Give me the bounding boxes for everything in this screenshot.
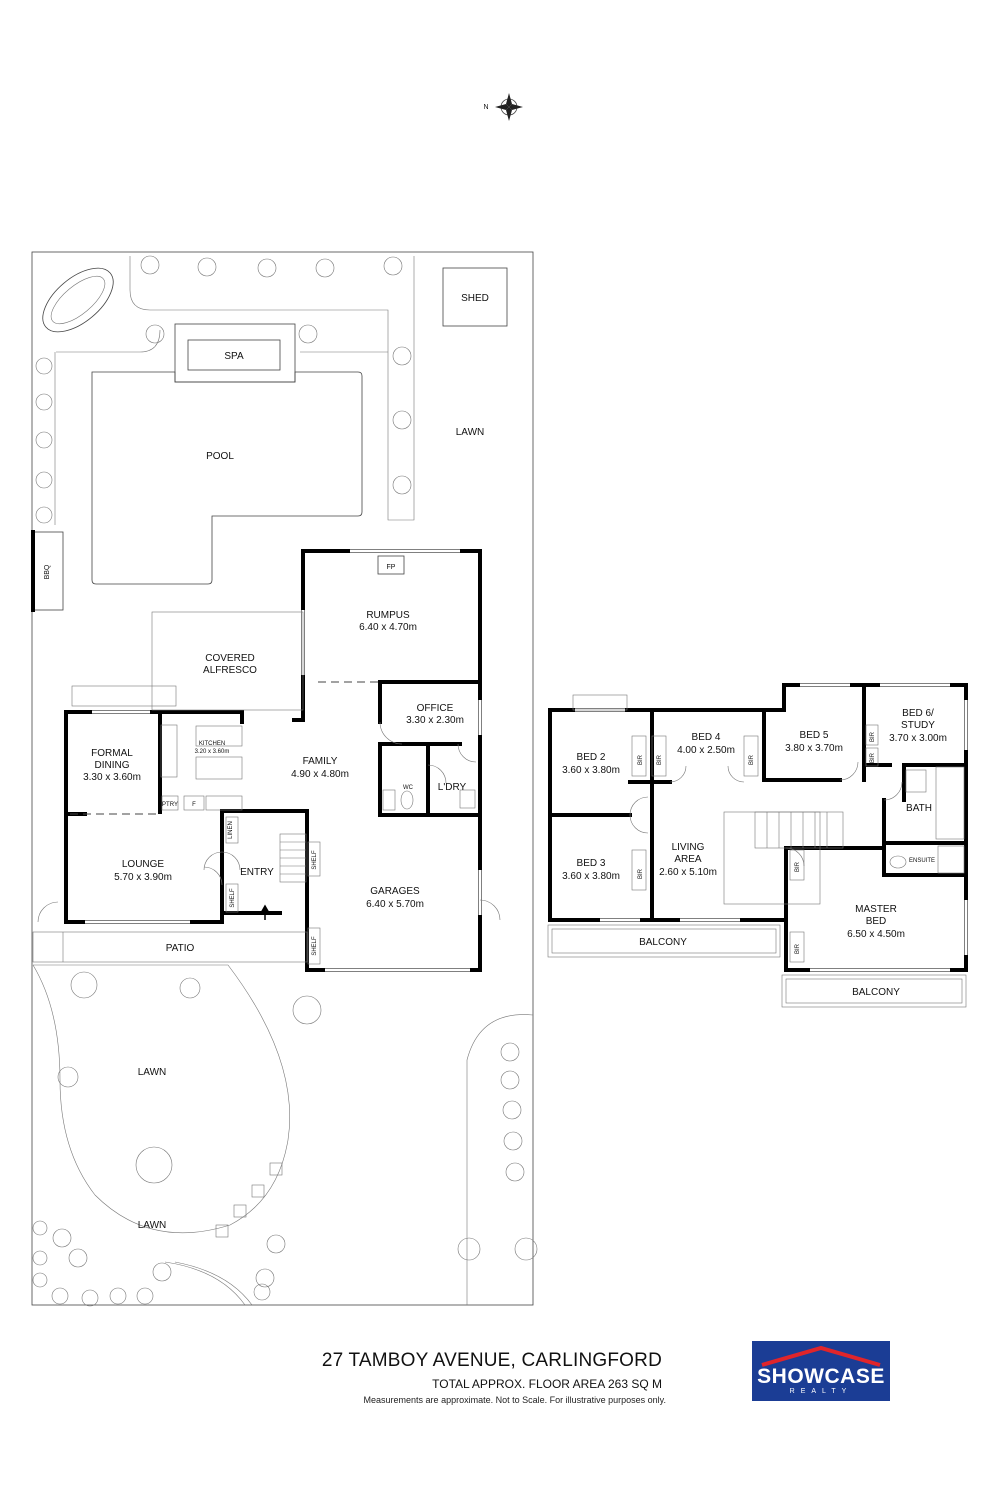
shed <box>442 267 508 327</box>
bir-label-2: BIR <box>657 754 663 765</box>
lounge-label: LOUNGE <box>122 859 165 870</box>
bir-label-7: BIR <box>795 861 801 872</box>
floor-plan: N SHED SPA POOL LAWN BBQ <box>31 93 968 1307</box>
compass-rose-icon: N <box>483 93 523 121</box>
entry-label: ENTRY <box>240 867 274 878</box>
linen-label: LINEN <box>228 821 234 839</box>
bed6-size: 3.70 x 3.00m <box>889 733 947 744</box>
property-address: 27 TAMBOY AVENUE, CARLINGFORD <box>321 1350 662 1371</box>
entry-arrow-icon <box>260 904 270 920</box>
bir-label-1: BIR <box>638 754 644 765</box>
bed6-label-2: STUDY <box>901 720 935 731</box>
ground-floor-plan: SHED SPA POOL LAWN BBQ <box>31 251 538 1307</box>
site-boundary <box>31 251 534 1306</box>
alfresco-label-1: COVERED <box>205 653 254 664</box>
shelf-label-3: SHELF <box>230 888 236 908</box>
balcony-1 <box>547 924 781 958</box>
formal-dining-size: 3.30 x 3.60m <box>83 772 141 783</box>
pool-label: POOL <box>206 451 234 462</box>
lawn-bed <box>32 964 291 1234</box>
bed3-label: BED 3 <box>577 858 606 869</box>
shelf-label-1: SHELF <box>312 850 318 870</box>
rumpus-size: 6.40 x 4.70m <box>359 622 417 633</box>
bir-label-3: BIR <box>749 754 755 765</box>
patio <box>32 931 308 963</box>
floor-area: TOTAL APPROX. FLOOR AREA 263 SQ M <box>432 1377 662 1391</box>
bir-label-6: BIR <box>870 752 876 763</box>
fireplace <box>377 555 405 575</box>
lawn-mid-label: LAWN <box>138 1067 167 1078</box>
bir-label-4: BIR <box>638 868 644 879</box>
fireplace-label: FP <box>387 564 396 571</box>
living-label-2: AREA <box>674 854 702 865</box>
showcase-realty-logo: SHOWCASE REALTY <box>752 1341 890 1401</box>
bbq-label: BBQ <box>44 564 51 579</box>
bed4-size: 4.00 x 2.50m <box>677 745 735 756</box>
outdoor-table-icon <box>42 267 114 333</box>
living-label-1: LIVING <box>672 842 705 853</box>
pantry-label: PTRY <box>162 802 178 808</box>
wc-label: WC <box>403 785 414 791</box>
balcony-2 <box>781 974 967 1008</box>
alfresco-label-2: ALFRESCO <box>203 665 257 676</box>
bed2-size: 3.60 x 3.80m <box>562 765 620 776</box>
family-size: 4.90 x 4.80m <box>291 769 349 780</box>
laundry-label: L'DRY <box>438 782 467 793</box>
kitchen-island <box>195 756 243 780</box>
formal-dining-label-2: DINING <box>95 760 130 771</box>
lawn-low-label: LAWN <box>138 1220 167 1231</box>
bed3-size: 3.60 x 3.80m <box>562 871 620 882</box>
logo-word: SHOWCASE <box>757 1365 885 1388</box>
bed5-label: BED 5 <box>800 730 829 741</box>
office-label: OFFICE <box>417 703 454 714</box>
shed-label: SHED <box>461 293 489 304</box>
upper-floor-plan: BED 2 3.60 x 3.80m BED 3 3.60 x 3.80m BE… <box>547 683 968 1008</box>
bed4-label: BED 4 <box>692 732 721 743</box>
formal-dining-label-1: FORMAL <box>91 748 133 759</box>
master-label-1: MASTER <box>855 904 897 915</box>
staircase <box>279 833 307 883</box>
balcony-2-label: BALCONY <box>852 987 900 998</box>
master-size: 6.50 x 4.50m <box>847 929 905 940</box>
lawn-top-label: LAWN <box>456 427 485 438</box>
kitchen-size: 3.20 x 3.60m <box>195 749 230 755</box>
bath-label: BATH <box>906 803 932 814</box>
stair-void <box>723 811 821 905</box>
family-label: FAMILY <box>303 756 338 767</box>
master-label-2: BED <box>866 916 887 927</box>
pool <box>91 371 363 585</box>
logo-sub: REALTY <box>789 1388 853 1395</box>
balcony-1-label: BALCONY <box>639 937 687 948</box>
roof-icon <box>761 1345 881 1367</box>
fridge-label: F <box>192 802 196 808</box>
bed5-size: 3.80 x 3.70m <box>785 743 843 754</box>
ensuite-label: ENSUITE <box>909 858 935 864</box>
upper-staircase <box>754 811 844 849</box>
compass-north-label: N <box>483 104 488 111</box>
covered-alfresco <box>151 611 304 711</box>
bed6-label-1: BED 6/ <box>902 708 934 719</box>
kitchen-label: KITCHEN <box>199 741 225 747</box>
patio-label: PATIO <box>166 943 195 954</box>
shelf-label-2: SHELF <box>312 936 318 956</box>
garden-plants-icon <box>32 255 538 1307</box>
bed2-label: BED 2 <box>577 752 606 763</box>
disclaimer: Measurements are approximate. Not to Sca… <box>363 1395 666 1405</box>
planter-box <box>71 685 177 707</box>
garages-size: 6.40 x 5.70m <box>366 899 424 910</box>
garages-label: GARAGES <box>370 886 420 897</box>
lounge-size: 5.70 x 3.90m <box>114 872 172 883</box>
spa-label: SPA <box>224 351 244 362</box>
bir-label-5: BIR <box>870 731 876 742</box>
office-size: 3.30 x 2.30m <box>406 715 464 726</box>
living-size: 2.60 x 5.10m <box>659 867 717 878</box>
rumpus-label: RUMPUS <box>366 610 410 621</box>
bir-label-8: BIR <box>795 943 801 954</box>
